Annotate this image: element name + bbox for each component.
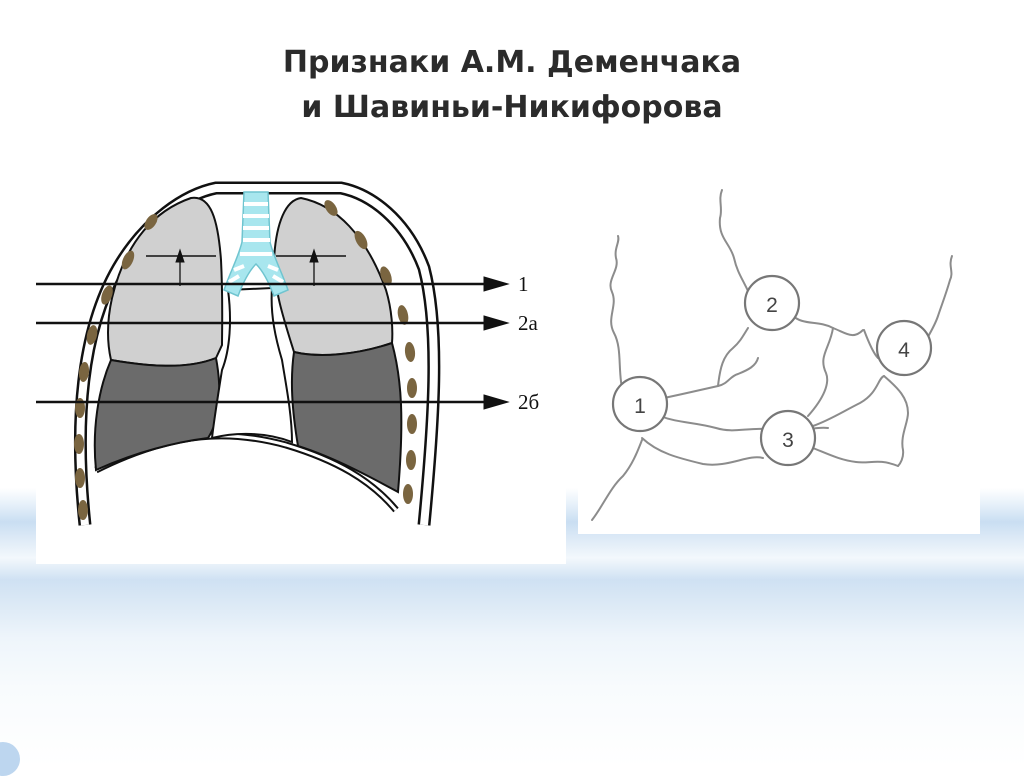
network-diagram: 1 2 3 4: [578, 188, 980, 534]
node-3: 3: [761, 411, 815, 465]
node-2: 2: [745, 276, 799, 330]
node-1: 1: [613, 377, 667, 431]
right-lung-upper: [274, 198, 392, 355]
left-lung-lower: [95, 358, 220, 470]
network-diagram-panel: 1 2 3 4: [578, 188, 980, 534]
left-lung-upper: [108, 198, 222, 366]
node-4: 4: [877, 321, 931, 375]
page-title: Признаки А.М. Деменчака и Шавиньи-Никифо…: [0, 40, 1024, 130]
svg-text:2: 2: [766, 294, 778, 317]
mediastinum: [212, 288, 292, 442]
lung-diagram: 1 2а 2б: [36, 180, 566, 564]
svg-text:3: 3: [782, 429, 794, 452]
lung-diagram-panel: 1 2а 2б: [36, 180, 566, 564]
network-nodes: 1 2 3 4: [613, 276, 931, 465]
svg-text:1: 1: [634, 395, 646, 418]
title-line-2: и Шавиньи-Никифорова: [301, 90, 722, 125]
arrow-label-2b: 2б: [518, 390, 539, 414]
arrow-label-2a: 2а: [518, 311, 539, 335]
title-line-1: Признаки А.М. Деменчака: [283, 45, 741, 80]
svg-text:4: 4: [898, 339, 910, 362]
arrow-label-1: 1: [518, 272, 529, 296]
